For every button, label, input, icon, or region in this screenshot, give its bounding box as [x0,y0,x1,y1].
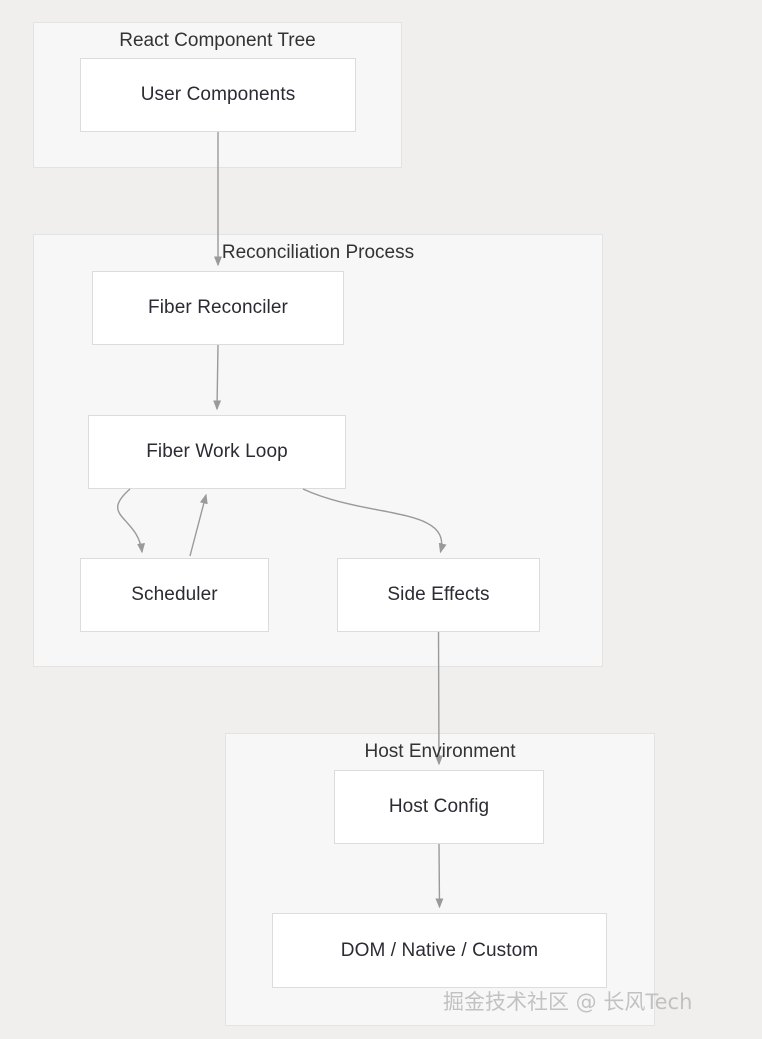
node-fiber-reconciler[interactable]: Fiber Reconciler [92,271,344,345]
node-label: Host Config [388,796,490,817]
node-dom-native-custom[interactable]: DOM / Native / Custom [272,913,607,988]
cluster-title-host-environment: Host Environment [364,741,516,762]
node-side-effects[interactable]: Side Effects [337,558,540,632]
cluster-title-reconciliation-process: Reconciliation Process [221,242,415,263]
node-label: Scheduler [131,584,218,605]
node-label: Fiber Reconciler [148,297,288,318]
node-host-config[interactable]: Host Config [334,770,544,844]
node-label: User Components [140,84,296,105]
node-fiber-work-loop[interactable]: Fiber Work Loop [88,415,346,489]
watermark-text: 掘金技术社区 @ 长风Tech [443,990,693,1014]
node-label: DOM / Native / Custom [340,939,539,961]
node-label: Side Effects [387,584,490,605]
node-label: Fiber Work Loop [146,441,288,462]
cluster-title-react-component-tree: React Component Tree [119,30,316,51]
node-user-components[interactable]: User Components [80,58,356,132]
node-scheduler[interactable]: Scheduler [80,558,269,632]
